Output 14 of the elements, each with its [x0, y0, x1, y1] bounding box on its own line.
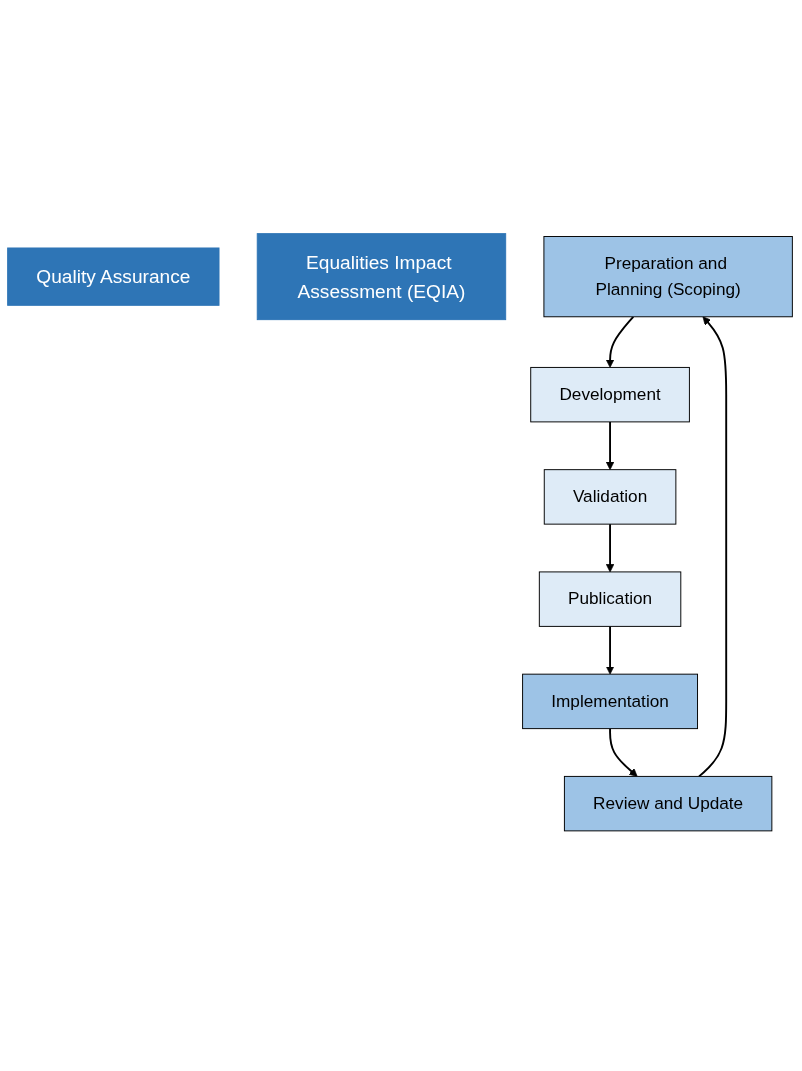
- node-box: Validation: [543, 469, 677, 525]
- node-box: Development: [530, 367, 690, 423]
- arrow: [698, 316, 728, 778]
- arrow: [605, 421, 615, 471]
- node-box: Publication: [538, 571, 682, 628]
- arrow: [605, 316, 635, 369]
- node-box: Equalities Impact Assessment (EQIA): [256, 233, 507, 321]
- arrow: [605, 625, 615, 675]
- node-box: Preparation and Planning (Scoping): [543, 236, 793, 318]
- arrow: [605, 523, 615, 573]
- node-box: Quality Assurance: [7, 247, 220, 307]
- node-box: Review and Update: [563, 776, 773, 832]
- node-box: Implementation: [522, 673, 698, 730]
- arrow: [609, 727, 638, 777]
